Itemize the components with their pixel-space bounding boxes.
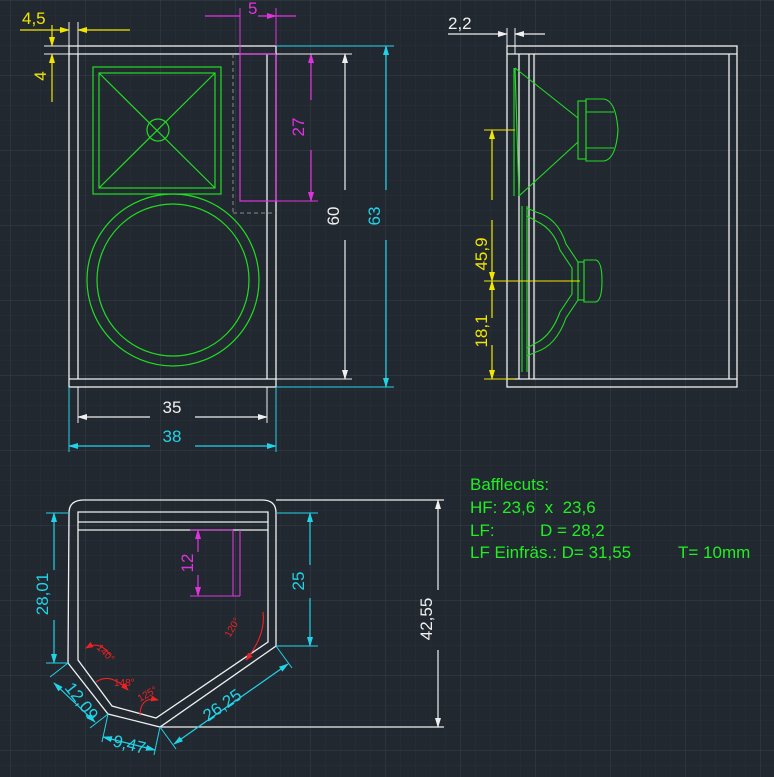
- dim-front-top-offset-label: 4: [31, 71, 50, 80]
- dim-front-top-offset: 4: [31, 25, 69, 102]
- tweeter-slot: [239, 53, 277, 202]
- lf-driver: [86, 193, 260, 367]
- top-slot: [232, 530, 241, 597]
- dim-side-heights: 45,9 18,1: [472, 129, 580, 380]
- dim-top-right-depth: 25: [276, 512, 318, 647]
- dim-tweeter-slot-height-label: 27: [289, 118, 308, 137]
- dim-tweeter-slot-height: 27: [276, 53, 318, 202]
- dim-front-edge-offset: 4,5: [20, 9, 130, 54]
- side-view: 2,2 45,9 18,1: [448, 14, 738, 388]
- top-angle-arcs: [85, 611, 264, 717]
- dim-outer-width: 38: [68, 387, 277, 452]
- notes-einfraes: LF Einfräs.: D= 31,55: [470, 543, 631, 562]
- dim-top-left-depth: 28,01: [33, 512, 69, 664]
- dim-side-baffle-thickness-label: 2,2: [448, 14, 472, 33]
- bafflecuts-notes: Bafflecuts: HF: 23,6 x 23,6 LF: D = 28,2…: [470, 475, 750, 562]
- dim-tweeter-slot-width: 5: [205, 0, 296, 54]
- dim-top-slot-depth: 12: [178, 529, 233, 597]
- dim-tweeter-slot-width-label: 5: [248, 0, 257, 18]
- dim-inner-width: 35: [77, 387, 268, 423]
- dim-top-total-depth: 42,55: [417, 499, 441, 728]
- dim-inner-height: 60: [276, 53, 352, 380]
- dim-side-lower-height-label: 18,1: [472, 314, 491, 347]
- notes-lf-label: LF:: [470, 521, 495, 540]
- side-hf-horn: [513, 67, 619, 197]
- dim-outer-height: 63: [276, 45, 394, 388]
- dim-inner-height-label: 60: [324, 207, 343, 226]
- front-view: 4,5 4 5 27: [20, 0, 394, 452]
- dim-top-left-depth-label: 28,01: [33, 573, 52, 616]
- notes-thickness: T= 10mm: [678, 543, 750, 562]
- dim-top-right-depth-label: 25: [289, 572, 308, 591]
- dim-outer-width-label: 38: [163, 427, 182, 446]
- front-cabinet-outline: [68, 45, 277, 388]
- dim-side-baffle-thickness: 2,2: [448, 14, 545, 54]
- dim-outer-height-label: 63: [365, 207, 384, 226]
- notes-lf-value: D = 28,2: [540, 521, 605, 540]
- notes-hf: HF: 23,6 x 23,6: [470, 498, 596, 517]
- dim-front-edge-offset-label: 4,5: [22, 9, 46, 28]
- dim-top-slot-depth-label: 12: [178, 554, 197, 573]
- dim-top-total-depth-label: 42,55: [417, 598, 436, 641]
- dim-side-upper-height-label: 45,9: [472, 237, 491, 270]
- notes-title: Bafflecuts:: [470, 475, 549, 494]
- angle-left-lower: 148°: [114, 678, 135, 689]
- dim-inner-width-label: 35: [163, 398, 182, 417]
- front-hidden-slot: [232, 54, 276, 214]
- hf-driver: [92, 66, 222, 195]
